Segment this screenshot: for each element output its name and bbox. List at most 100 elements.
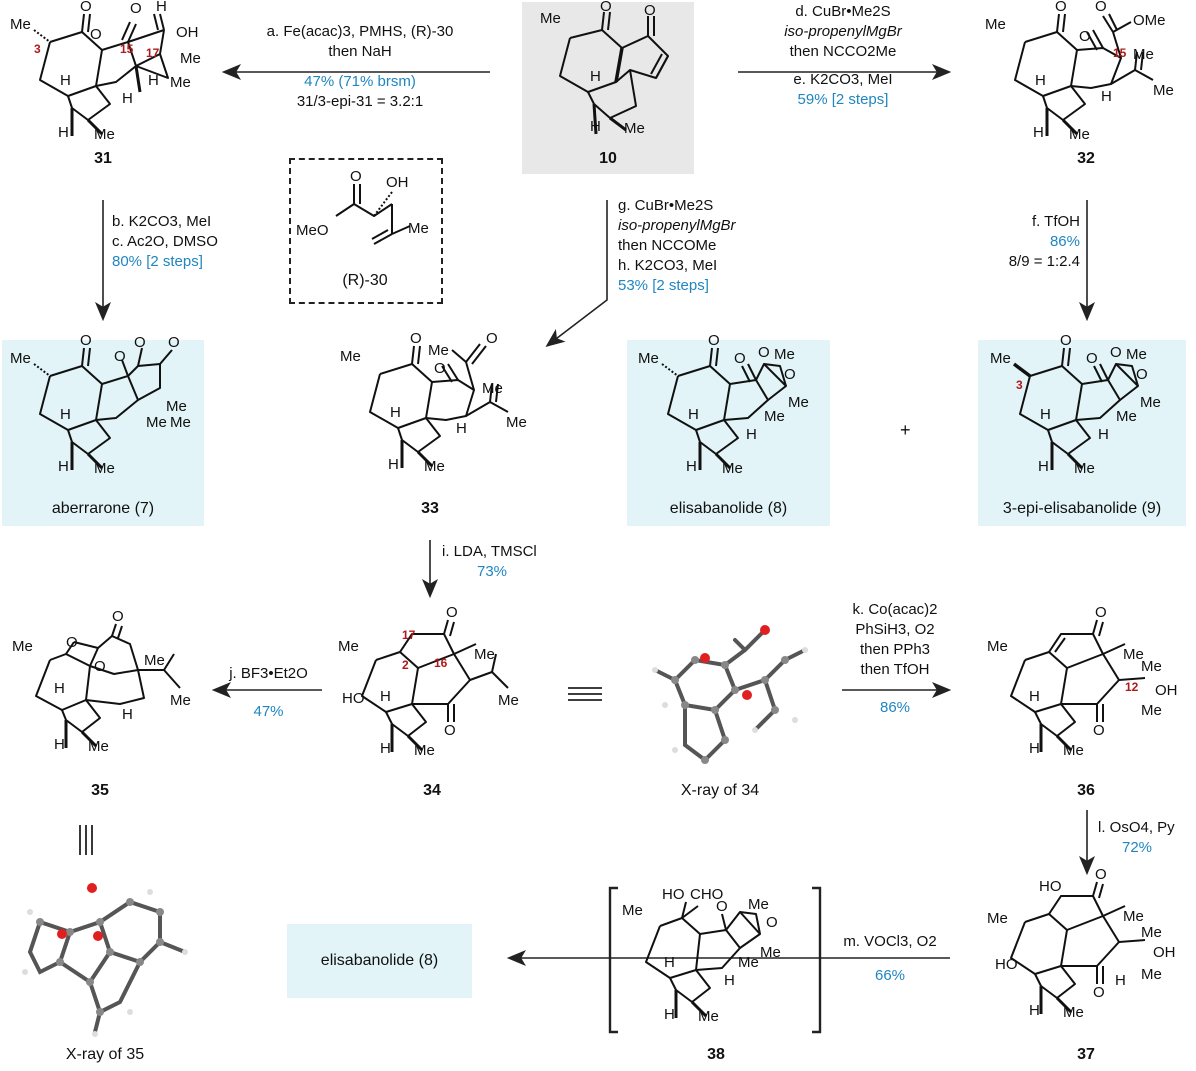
- label-h: H: [54, 736, 65, 753]
- cond-g-line1: g. CuBr•Me2S: [618, 197, 714, 214]
- label-oh: OH: [176, 24, 199, 41]
- xray-34-caption: X-ray of 34: [680, 782, 760, 799]
- compound-number-10: 10: [599, 150, 617, 167]
- compound-35: Me O O O Me Me H H H Me: [10, 608, 210, 768]
- cond-a-ratio: 31/3-epi-31 = 3.2:1: [296, 93, 424, 110]
- label-me: Me: [540, 10, 561, 27]
- label-me: Me: [166, 398, 187, 415]
- label-me: Me: [1126, 346, 1147, 363]
- label-o: O: [1093, 984, 1105, 1001]
- label-me: Me: [1074, 460, 1095, 477]
- label-c16: 16: [434, 656, 448, 670]
- cond-m-yield: 66%: [874, 967, 906, 984]
- target-elisabanolide-final: elisabanolide (8): [320, 952, 439, 969]
- label-ho: HO: [662, 886, 685, 903]
- label-o: O: [1110, 344, 1122, 361]
- label-me: Me: [987, 638, 1008, 655]
- label-me: Me: [1123, 908, 1144, 925]
- compound-number-31: 31: [94, 150, 112, 167]
- label-ho: HO: [342, 690, 365, 707]
- label-o: O: [1095, 0, 1107, 15]
- cond-i-yield: 73%: [476, 563, 508, 580]
- label-h: H: [724, 972, 735, 989]
- label-o: O: [446, 604, 458, 621]
- label-me: Me: [146, 414, 167, 431]
- target-elisabanolide: elisabanolide (8): [669, 500, 788, 517]
- conditions-f: f. TfOH 86% 8/9 = 1:2.4: [990, 212, 1080, 272]
- label-h: H: [1029, 1002, 1040, 1019]
- label-o: O: [486, 330, 498, 347]
- arrow-g: [545, 200, 608, 347]
- label-me: Me: [1063, 1004, 1084, 1021]
- cond-k-line3: then PPh3: [859, 641, 931, 658]
- label-me: Me: [474, 646, 495, 663]
- label-o: O: [130, 0, 142, 17]
- cond-d-line2: iso-propenylMgBr: [784, 23, 902, 40]
- structure-10: [559, 11, 669, 135]
- highlight-aberrarone: [2, 340, 204, 526]
- label-o: O: [112, 608, 124, 625]
- label-c12: 12: [1125, 680, 1139, 694]
- cond-g-line4: h. K2CO3, MeI: [618, 257, 718, 274]
- label-meo: MeO: [296, 222, 329, 239]
- label-me: Me: [340, 348, 361, 365]
- label-h: H: [456, 420, 467, 437]
- label-oh: OH: [386, 174, 409, 191]
- label-me: Me: [1069, 126, 1090, 143]
- cond-k-yield: 86%: [879, 699, 911, 716]
- cond-g-line2: iso-propenylMgBr: [618, 217, 736, 234]
- conditions-j: j. BF3•Et2O 47%: [215, 664, 322, 722]
- label-me: Me: [498, 692, 519, 709]
- label-h: H: [54, 680, 65, 697]
- reagent-30-box: [289, 158, 443, 304]
- cond-j-line1: j. BF3•Et2O: [229, 665, 308, 682]
- label-h: H: [590, 68, 601, 85]
- label-me: Me: [1063, 742, 1084, 759]
- label-h: H: [58, 124, 69, 141]
- label-me: Me: [987, 910, 1008, 927]
- label-h: H: [664, 1006, 675, 1023]
- label-o: O: [708, 332, 720, 349]
- label-me: Me: [1140, 394, 1161, 411]
- label-h: H: [590, 118, 601, 135]
- label-o: O: [134, 334, 146, 351]
- label-o: O: [758, 344, 770, 361]
- label-o: O: [1095, 866, 1107, 883]
- label-h: H: [1029, 740, 1040, 757]
- label-me: Me: [88, 738, 109, 755]
- label-oh: OH: [1153, 944, 1176, 961]
- label-o: O: [66, 634, 78, 651]
- label-me: Me: [170, 74, 191, 91]
- cond-d-yield: 59% [2 steps]: [797, 91, 889, 108]
- compound-elisabanolide: Me O O O Me O Me Me H H H Me: [638, 332, 828, 482]
- label-me: Me: [94, 460, 115, 477]
- label-me: Me: [180, 50, 201, 67]
- label-o: O: [716, 898, 728, 915]
- compound-number-33: 33: [421, 500, 439, 517]
- conditions-i: i. LDA, TMSCl 73%: [442, 542, 582, 582]
- label-o: O: [90, 26, 102, 43]
- highlight-compound-10: [522, 2, 694, 174]
- label-o: O: [80, 0, 92, 15]
- label-me: Me: [408, 220, 429, 237]
- label-h: H: [60, 406, 71, 423]
- label-h: H: [390, 404, 401, 421]
- cond-l-line1: l. OsO4, Py: [1098, 819, 1175, 836]
- label-me: Me: [1141, 702, 1162, 719]
- label-me: Me: [698, 1008, 719, 1025]
- compound-37: HO O Me Me Me OH Me HO O H H Me: [985, 866, 1195, 1030]
- label-o: O: [1055, 0, 1067, 15]
- cond-j-yield: 47%: [253, 703, 284, 720]
- label-o: O: [434, 360, 446, 377]
- label-me: Me: [774, 346, 795, 363]
- label-h: H: [1038, 458, 1049, 475]
- label-me: Me: [1116, 408, 1137, 425]
- cond-k-line4: then TfOH: [860, 661, 930, 678]
- label-h: H: [380, 740, 391, 757]
- label-o: O: [1060, 332, 1072, 349]
- compound-number-35: 35: [91, 782, 109, 799]
- label-me: Me: [170, 692, 191, 709]
- label-c2: 2: [402, 658, 409, 672]
- label-me: Me: [12, 638, 33, 655]
